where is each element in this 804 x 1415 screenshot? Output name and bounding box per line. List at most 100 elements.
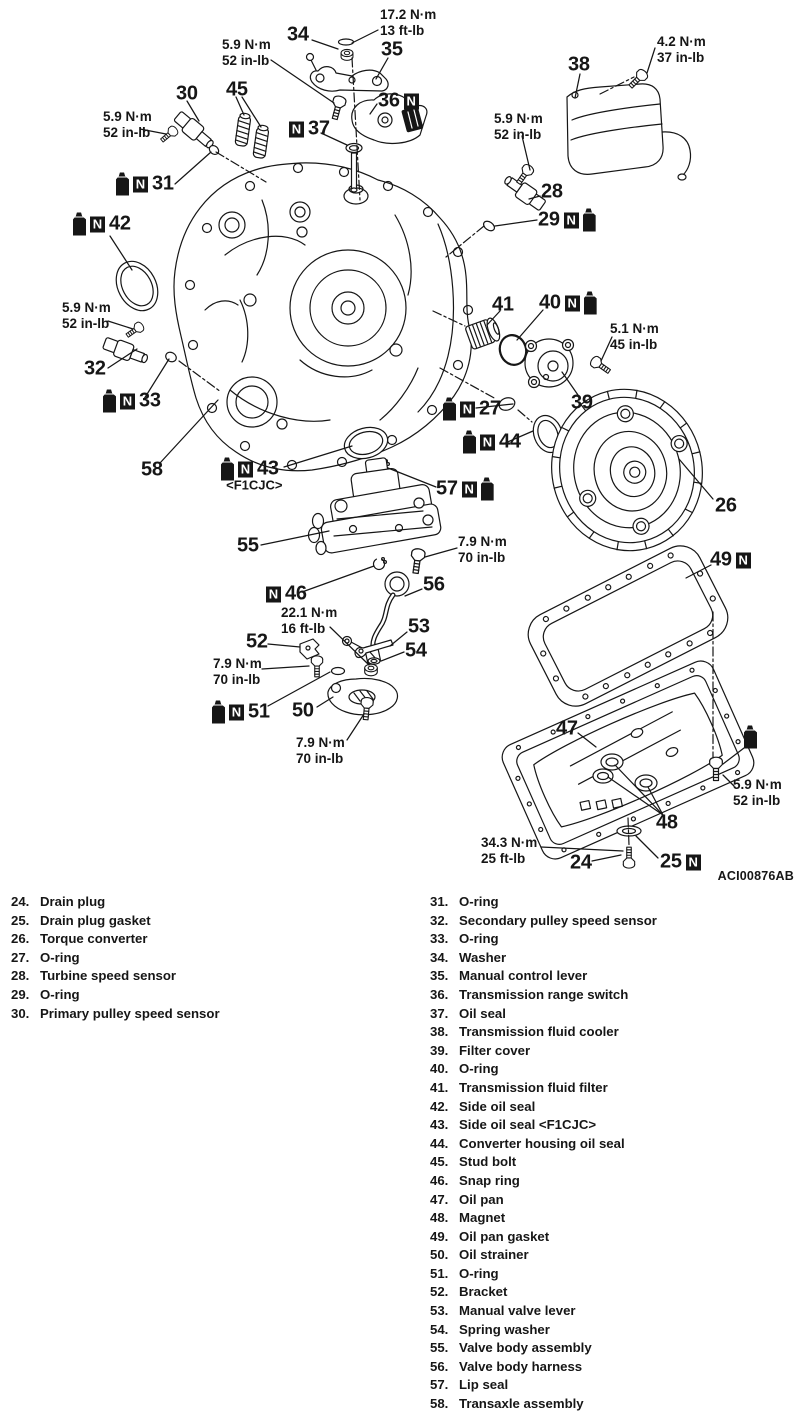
part-number: 44 — [499, 430, 521, 453]
part-index: 27. — [11, 949, 30, 965]
torque-line: 13 ft-lb — [380, 22, 425, 38]
part-name: Oil pan gasket — [459, 1228, 550, 1244]
part-name: O-ring — [40, 949, 80, 965]
part-index: 26. — [11, 931, 30, 947]
oil-pan — [501, 660, 755, 860]
part-index: 39. — [430, 1042, 449, 1058]
part-index: 57. — [430, 1377, 449, 1393]
torque-line: 70 in-lb — [296, 750, 344, 766]
n-mark: N — [289, 121, 304, 137]
sealant-bottle-icon — [443, 397, 456, 421]
secondary-pulley-speed-sensor — [102, 337, 177, 364]
part-index: 55. — [430, 1340, 449, 1356]
torque-line: 25 ft-lb — [481, 850, 526, 866]
parts-list-item: 31.O-ring — [430, 894, 657, 913]
part-number: 45 — [226, 78, 248, 101]
sealant-bottle-icon — [103, 389, 116, 413]
part-index: 58. — [430, 1396, 449, 1412]
torque-line: 16 ft-lb — [281, 620, 326, 636]
torque-line: 7.9 N·m — [213, 656, 262, 671]
callout-34: 34 — [287, 24, 309, 47]
part-index: 42. — [430, 1098, 449, 1114]
parts-list-item: 45.Stud bolt — [430, 1154, 657, 1173]
parts-list-item: 34.Washer — [430, 950, 657, 969]
filter-cover — [524, 338, 575, 389]
parts-list-item: 50.Oil strainer — [430, 1247, 657, 1266]
parts-list-item: 32.Secondary pulley speed sensor — [430, 913, 657, 932]
transaxle-exploded-artwork — [102, 29, 755, 869]
torque-line: 5.9 N·m — [62, 300, 111, 315]
transmission-fluid-cooler — [566, 83, 692, 181]
part-number: 33 — [139, 389, 161, 412]
callout-45: 45 — [226, 79, 248, 102]
part-index: 50. — [430, 1247, 449, 1263]
part-index: 25. — [11, 912, 30, 928]
bracket — [299, 638, 320, 660]
parts-list-item: 38.Transmission fluid cooler — [430, 1024, 657, 1043]
callout-47: 47 — [556, 718, 578, 741]
parts-list-item: 40.O-ring — [430, 1061, 657, 1080]
sealant-bottle-icon — [582, 208, 596, 232]
part-index: 37. — [430, 1005, 449, 1021]
callout-41: 41 — [492, 294, 514, 317]
torque-line: 7.9 N·m — [296, 735, 345, 750]
part-name: Manual control lever — [459, 968, 588, 984]
part-number: 42 — [109, 212, 131, 235]
part-name: Lip seal — [459, 1377, 509, 1393]
part-number: 34 — [287, 23, 309, 46]
torque-line: 22.1 N·m — [281, 605, 338, 620]
part-number: 40 — [539, 291, 561, 314]
part-index: 44. — [430, 1135, 449, 1151]
part-number: 37 — [308, 117, 330, 140]
sealant-bottle-icon — [212, 700, 225, 724]
parts-list-item: 26.Torque converter — [11, 931, 220, 950]
part-index: 29. — [11, 986, 30, 1002]
leader-lines — [107, 29, 745, 862]
transmission-fluid-filter — [465, 317, 501, 350]
part-number: 50 — [292, 699, 314, 722]
manual-control-lever — [305, 52, 389, 92]
n-mark: N — [735, 552, 751, 568]
part-index: 51. — [430, 1265, 449, 1281]
magnets — [592, 753, 658, 792]
callout-sealant — [744, 725, 757, 749]
torque-line: 52 in-lb — [222, 52, 270, 68]
n-mark: N — [685, 854, 701, 870]
part-index: 56. — [430, 1358, 449, 1374]
n-mark: N — [133, 176, 148, 192]
part-index: 49. — [430, 1228, 449, 1244]
callout-39: 39 — [571, 392, 593, 415]
part-number: 54 — [405, 639, 427, 662]
o-ring-29 — [482, 220, 496, 232]
parts-list-item: 24.Drain plug — [11, 894, 220, 913]
part-index: 43. — [430, 1117, 449, 1133]
sealant-bottle-icon — [480, 477, 494, 501]
part-number: 27 — [479, 397, 501, 420]
parts-list-item: 57. Lip seal — [430, 1377, 657, 1396]
parts-list-item: 53.Manual valve lever — [430, 1303, 657, 1322]
part-index: 53. — [430, 1303, 449, 1319]
torque-converter — [551, 388, 703, 552]
n-mark: N — [120, 393, 135, 409]
part-number: 38 — [568, 53, 590, 76]
torque-line: 70 in-lb — [213, 671, 261, 687]
n-mark: N — [460, 401, 475, 417]
part-name: Turbine speed sensor — [40, 968, 177, 984]
parts-list-item: 39.Filter cover — [430, 1043, 657, 1062]
part-index: 34. — [430, 949, 449, 965]
part-number: 53 — [408, 615, 430, 638]
